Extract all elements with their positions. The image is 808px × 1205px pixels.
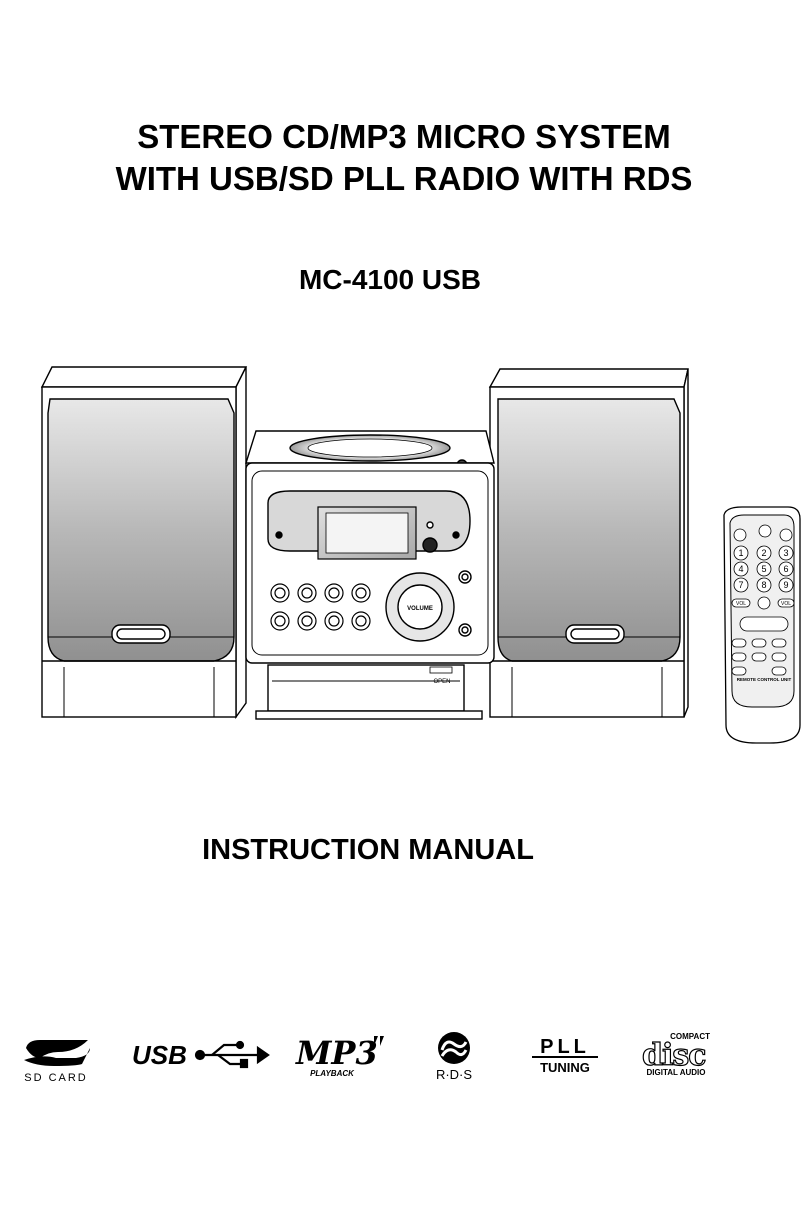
rds-logo: R·D·S: [436, 1032, 472, 1082]
remote-key: 1: [738, 548, 743, 558]
mp3-text: MP3: [295, 1034, 378, 1072]
remote-vol-label: VOL: [781, 601, 791, 607]
rds-caption: R·D·S: [436, 1067, 472, 1082]
sd-card-logo: SD CARD: [24, 1040, 90, 1084]
left-speaker: [40, 366, 248, 720]
remote-key: 7: [738, 580, 743, 590]
remote-key: 6: [783, 564, 788, 574]
title-line-1: STEREO CD/MP3 MICRO SYSTEM: [137, 118, 671, 155]
manual-subtitle: INSTRUCTION MANUAL: [202, 834, 534, 866]
model-number: MC-4100 USB: [298, 264, 482, 295]
remote-control: 1 2 3 4 5 6 7 8 9 VOL VOL REMOTE CONTROL…: [723, 506, 801, 744]
title-line-2: WITH USB/SD PLL RADIO WITH RDS: [115, 160, 693, 197]
mp3-logo: MP3 PLAYBACK: [295, 1034, 384, 1078]
remote-vol-label: VOL: [736, 601, 746, 607]
right-speaker: [488, 368, 689, 718]
main-unit: VOLUME OPEN: [245, 430, 495, 720]
compact-disc-logo: COMPACT disc DIGITAL AUDIO: [641, 1032, 710, 1077]
usb-logo: USB: [132, 1040, 270, 1070]
usb-text: USB: [132, 1040, 187, 1070]
mp3-caption: PLAYBACK: [310, 1069, 355, 1078]
pll-tuning-logo: PLL TUNING: [532, 1036, 598, 1075]
rds-symbol-icon: [438, 1032, 470, 1064]
volume-label: VOLUME: [407, 606, 433, 612]
pll-caption: TUNING: [540, 1060, 590, 1075]
compact-disc-text: disc: [642, 1038, 706, 1073]
remote-key: 3: [783, 548, 788, 558]
compact-disc-top-text: COMPACT: [670, 1032, 710, 1041]
remote-key: 5: [761, 564, 766, 574]
product-illustration: VOLUME OPEN 1 2 3 4 5 6 7 8: [40, 366, 801, 744]
compact-disc-caption: DIGITAL AUDIO: [647, 1068, 706, 1077]
usb-trident-icon: [194, 1040, 270, 1069]
pll-text: PLL: [540, 1036, 590, 1058]
remote-control-label: REMOTE CONTROL UNIT: [737, 677, 792, 682]
remote-key: 2: [761, 548, 766, 558]
remote-key: 8: [761, 580, 766, 590]
sd-card-caption: SD CARD: [24, 1072, 88, 1084]
remote-key: 9: [783, 580, 788, 590]
open-label: OPEN: [433, 679, 450, 685]
remote-key: 4: [738, 564, 743, 574]
